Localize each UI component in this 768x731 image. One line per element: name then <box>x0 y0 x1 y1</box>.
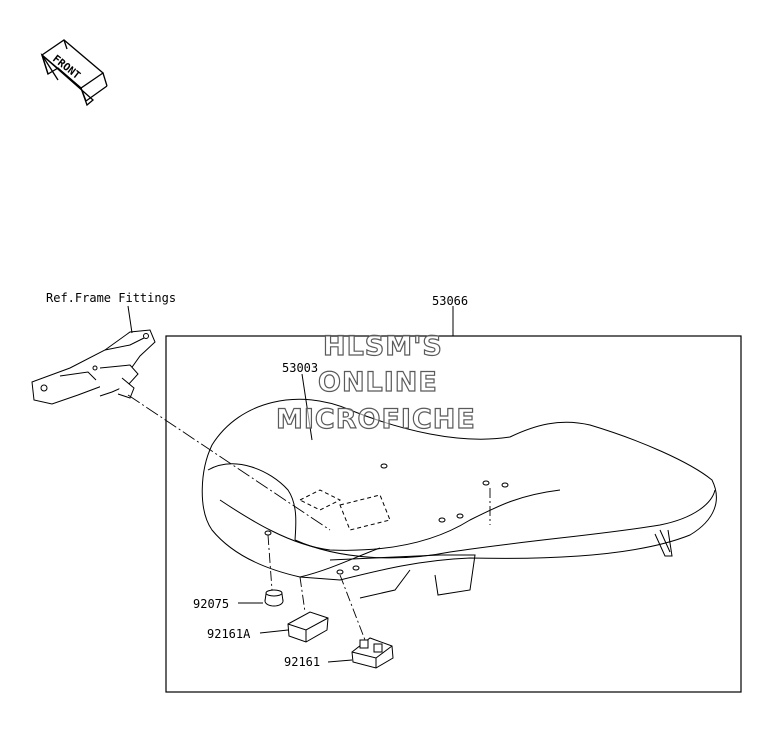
assembly-frame <box>165 335 742 693</box>
seat-outline <box>201 398 717 599</box>
label-ref-frame-fittings: Ref.Frame Fittings <box>46 291 177 305</box>
damper-part <box>264 589 284 607</box>
label-53066: 53066 <box>432 294 469 308</box>
label-53003: 53003 <box>282 361 319 375</box>
alignment-line-1 <box>127 394 331 531</box>
watermark-line-3: MICROFICHE <box>275 404 476 435</box>
watermark-line-1: HLSM'S <box>322 331 443 362</box>
leader-ref-frame <box>127 305 133 334</box>
cushion-part <box>351 637 394 669</box>
label-92161: 92161 <box>284 655 321 669</box>
front-arrow-icon <box>40 39 108 107</box>
mounting-lines <box>267 488 491 641</box>
cushion-a-part <box>287 611 329 643</box>
label-92161a: 92161A <box>207 627 251 641</box>
leader-92161 <box>327 659 353 663</box>
watermark-line-2: ONLINE <box>317 367 438 398</box>
frame-fitting-bracket <box>31 329 156 405</box>
leader-53003 <box>301 373 313 441</box>
label-92075: 92075 <box>193 597 230 611</box>
leader-92161a <box>259 629 289 634</box>
